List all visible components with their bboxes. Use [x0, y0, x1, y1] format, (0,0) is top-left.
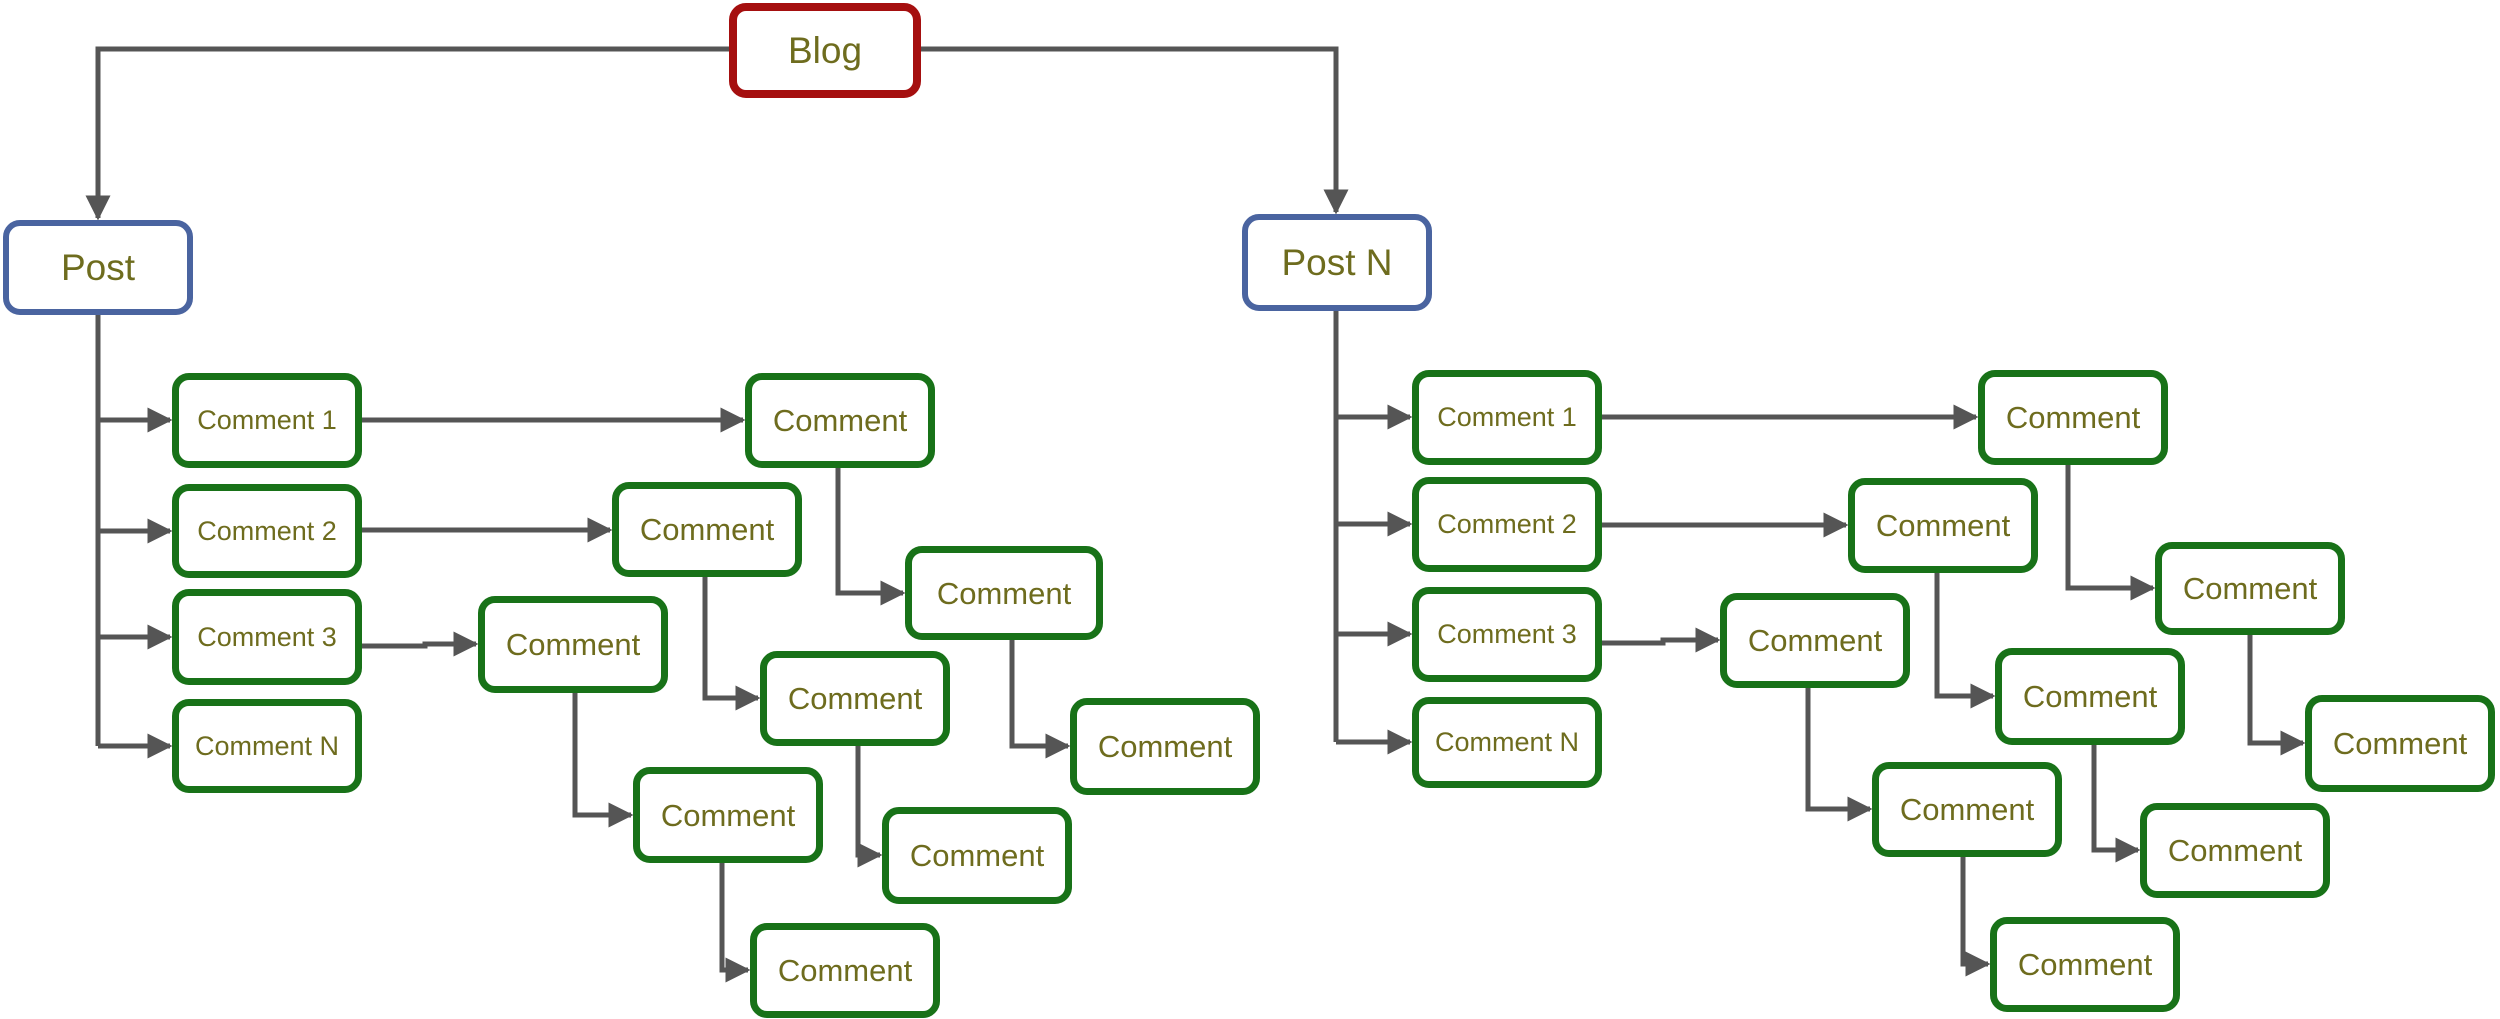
node-r-reply-2-1[interactable]: Comment [1995, 648, 2185, 745]
node-r-reply-2-1-1-label: Comment [2167, 833, 2303, 868]
node-l-comment-n[interactable]: Comment N [172, 699, 362, 793]
node-l-reply-2-1-1[interactable]: Comment [882, 807, 1072, 904]
node-l-reply-3[interactable]: Comment [478, 596, 668, 693]
edge-blog-post-n [921, 46, 1349, 215]
node-l-comment-1[interactable]: Comment 1 [172, 373, 362, 468]
node-l-reply-1-1-1-label: Comment [1097, 729, 1233, 764]
node-r-comment-1[interactable]: Comment 1 [1412, 370, 1602, 465]
edge-r-reply-1-1-child [2247, 635, 2306, 756]
node-r-comment-3[interactable]: Comment 3 [1412, 587, 1602, 682]
edge-l-reply-2-child [702, 577, 761, 711]
node-post-n[interactable]: Post N [1242, 214, 1432, 311]
node-r-comment-n[interactable]: Comment N [1412, 697, 1602, 788]
node-l-reply-1-1[interactable]: Comment [905, 546, 1103, 640]
node-post-n-label: Post N [1281, 242, 1393, 283]
node-l-reply-2[interactable]: Comment [612, 482, 802, 577]
edge-l-reply-3-child [572, 693, 634, 828]
node-r-reply-1-label: Comment [2005, 400, 2141, 435]
node-r-comment-n-label: Comment N [1434, 727, 1580, 757]
node-r-reply-1-1[interactable]: Comment [2155, 542, 2345, 635]
node-post[interactable]: Post [3, 220, 193, 315]
node-l-reply-2-1-1-label: Comment [909, 838, 1045, 873]
node-post-label: Post [60, 247, 136, 288]
node-r-comment-1-label: Comment 1 [1437, 402, 1577, 432]
node-l-reply-1-label: Comment [772, 403, 908, 438]
node-l-reply-3-1-1[interactable]: Comment [750, 923, 940, 1018]
node-l-comment-3[interactable]: Comment 3 [172, 589, 362, 685]
node-l-comment-2-label: Comment 2 [197, 515, 337, 546]
edge-r-reply-1-child [2065, 465, 2156, 601]
edge-r-reply-3-1-child [1960, 857, 1991, 977]
node-l-reply-3-1-1-label: Comment [777, 953, 913, 988]
node-r-reply-3-1[interactable]: Comment [1872, 762, 2062, 857]
node-l-reply-1-1-1[interactable]: Comment [1070, 698, 1260, 795]
node-l-reply-3-1[interactable]: Comment [633, 767, 823, 863]
edge-l-reply-3-1-child [719, 863, 751, 983]
node-blog-label: Blog [787, 30, 863, 71]
node-l-reply-3-1-label: Comment [660, 797, 796, 833]
edge-r-reply-2-1-child [2091, 745, 2141, 863]
node-l-reply-2-1-label: Comment [787, 681, 923, 716]
node-r-reply-3-1-label: Comment [1899, 792, 2035, 827]
edge-l-reply-1-child [835, 468, 906, 606]
node-r-reply-3-1-1[interactable]: Comment [1990, 917, 2180, 1012]
node-r-reply-3-1-1-label: Comment [2017, 947, 2153, 982]
edge-r-reply-3-child [1805, 688, 1873, 822]
edge-l-reply-2-1-child [855, 746, 883, 868]
node-l-reply-3-label: Comment [505, 627, 641, 662]
node-r-comment-3-label: Comment 3 [1437, 619, 1577, 649]
node-r-reply-3-label: Comment [1747, 623, 1883, 658]
node-l-comment-n-label: Comment N [194, 730, 340, 761]
node-r-comment-2-label: Comment 2 [1437, 509, 1577, 539]
node-r-reply-1[interactable]: Comment [1978, 370, 2168, 465]
node-r-comment-2[interactable]: Comment 2 [1412, 477, 1602, 572]
node-r-reply-2-label: Comment [1875, 508, 2011, 543]
node-r-reply-2-1-1[interactable]: Comment [2140, 803, 2330, 898]
node-r-reply-2-1-label: Comment [2022, 679, 2158, 714]
edge-r-comment-3-reply [1602, 627, 1721, 653]
node-l-comment-3-label: Comment 3 [197, 621, 337, 652]
node-l-reply-2-label: Comment [639, 512, 775, 547]
edge-l-comment-3-reply [362, 631, 479, 657]
node-l-reply-1-1-label: Comment [936, 575, 1072, 611]
edge-r-reply-2-child [1934, 573, 1996, 709]
node-l-reply-2-1[interactable]: Comment [760, 651, 950, 746]
edge-blog-post [85, 46, 729, 221]
node-r-reply-1-1-1[interactable]: Comment [2305, 695, 2495, 792]
node-r-reply-1-1-label: Comment [2182, 571, 2318, 606]
node-r-reply-1-1-1-label: Comment [2332, 726, 2468, 761]
node-l-comment-2[interactable]: Comment 2 [172, 484, 362, 578]
node-l-comment-1-label: Comment 1 [197, 405, 337, 435]
node-l-reply-1[interactable]: Comment [745, 373, 935, 468]
node-r-reply-3[interactable]: Comment [1720, 593, 1910, 688]
edge-l-reply-1-1-child [1009, 640, 1071, 759]
node-r-reply-2[interactable]: Comment [1848, 478, 2038, 573]
node-blog[interactable]: Blog [729, 3, 921, 98]
